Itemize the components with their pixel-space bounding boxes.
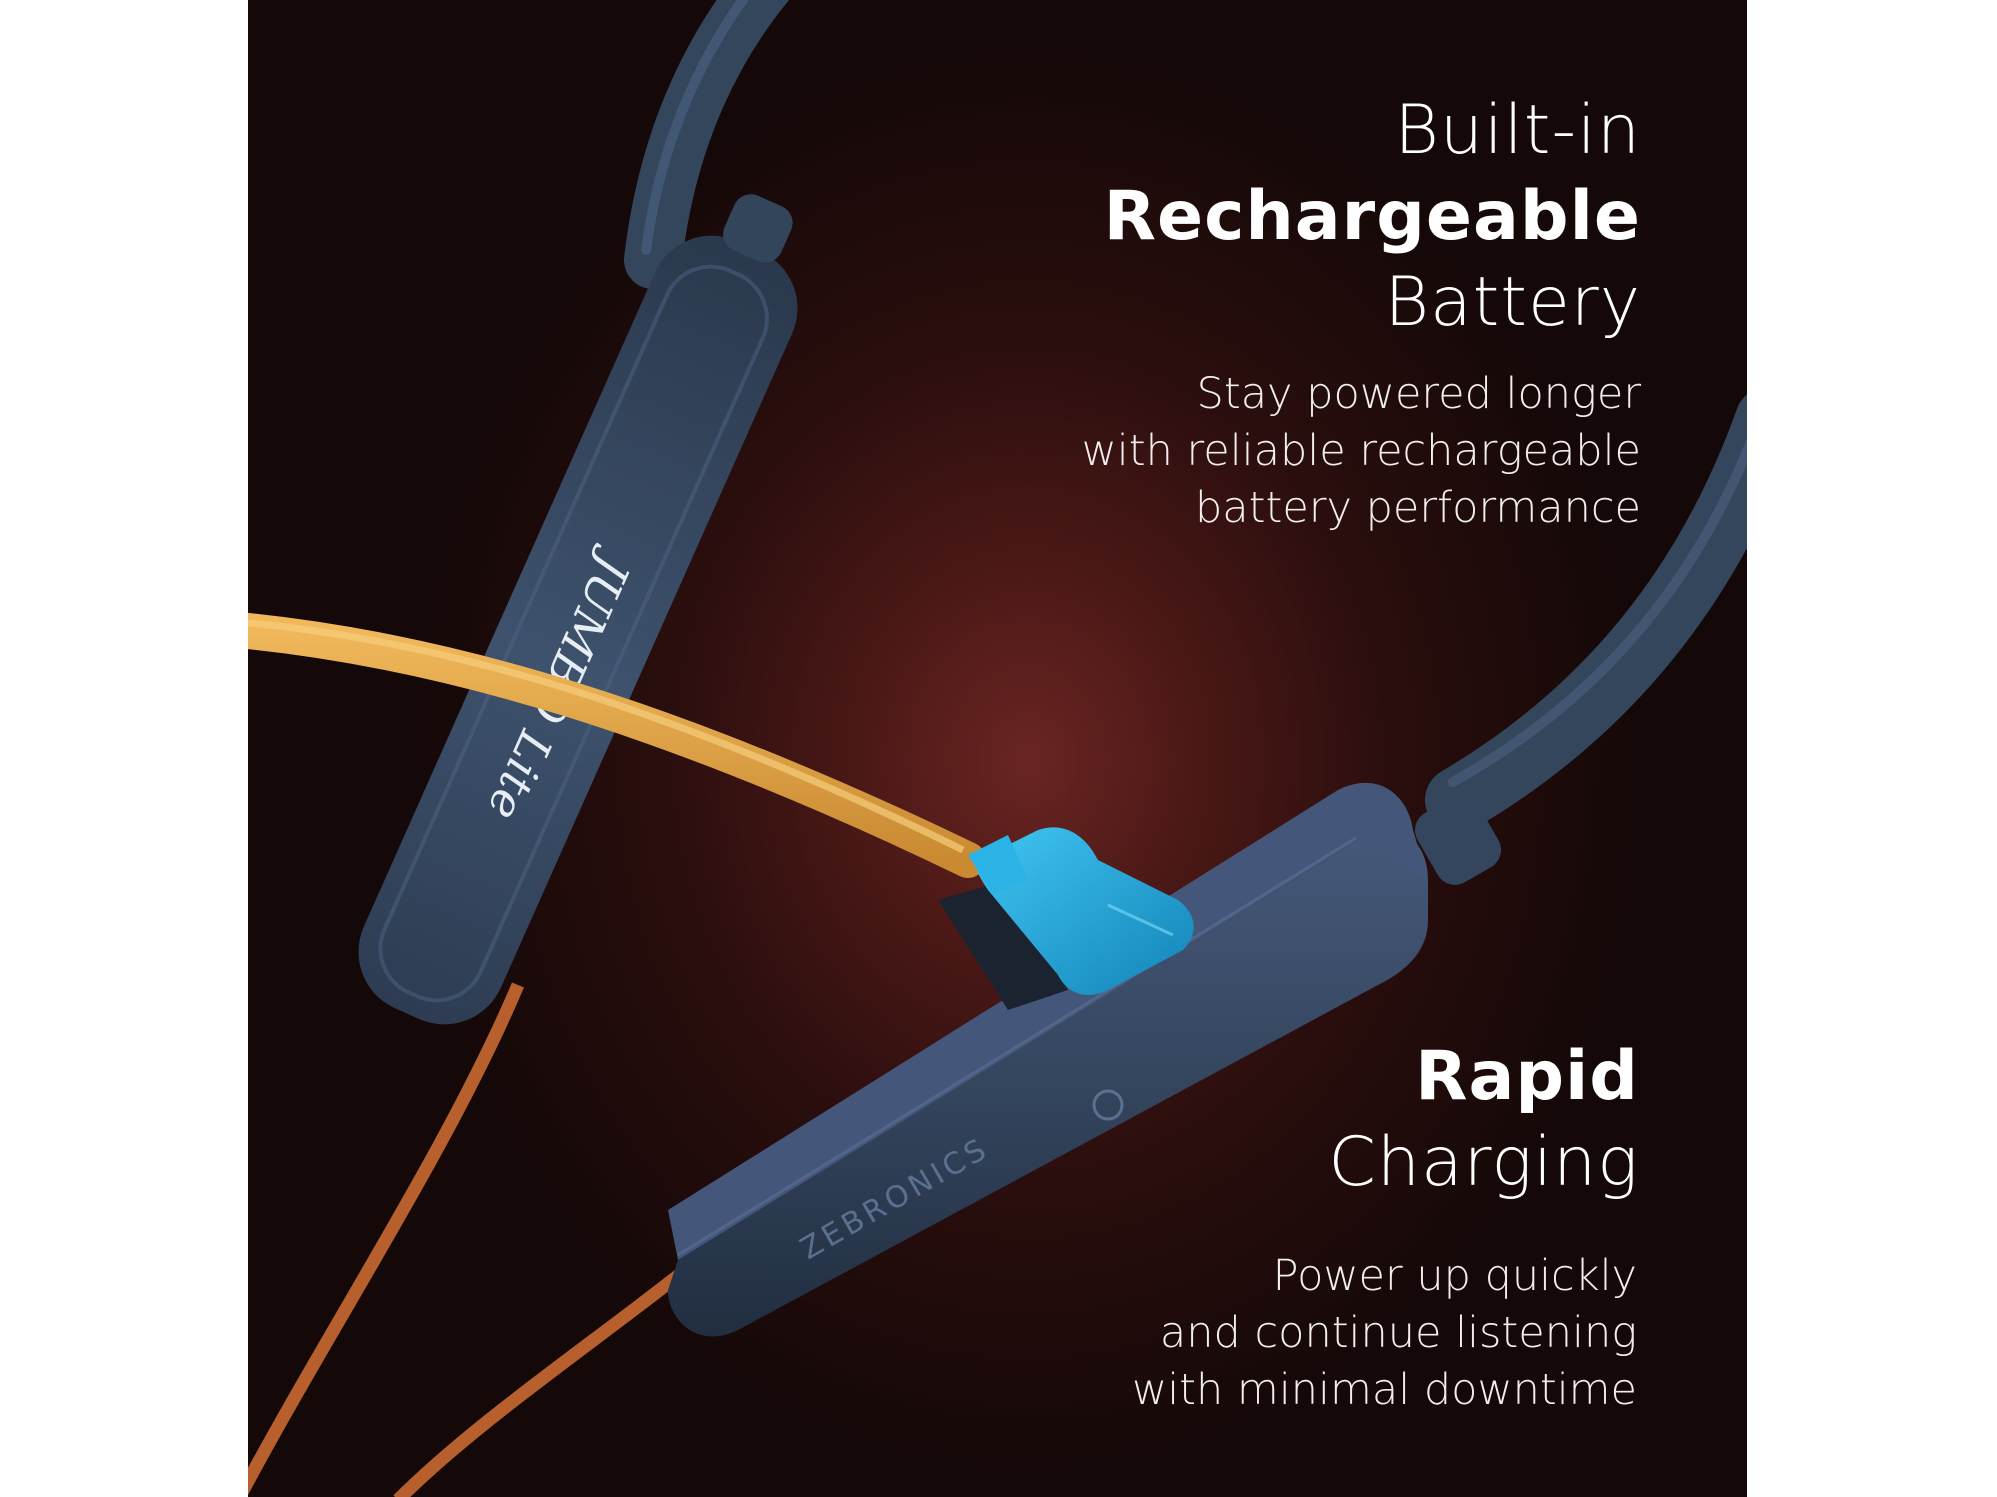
battery-description: Stay powered longer with reliable rechar… <box>941 366 1641 537</box>
neckband-product-illustration: JUMBO Lite ZEBRONICS <box>248 0 1747 1497</box>
battery-heading: Built-in Rechargeable Battery <box>1104 88 1641 346</box>
usb-cable <box>248 612 986 878</box>
battery-heading-line3: Battery <box>1384 263 1641 342</box>
battery-description-line: battery performance <box>1195 483 1641 533</box>
neckband-right-arc <box>1425 394 1747 833</box>
battery-description-line: Stay powered longer <box>1196 369 1641 419</box>
charging-description: Power up quickly and continue listening … <box>937 1248 1637 1419</box>
product-image-panel: JUMBO Lite ZEBRONICS Built-in Rechargeab… <box>248 0 1747 1497</box>
usb-c-connector <box>938 827 1194 1010</box>
right-control-pod: ZEBRONICS <box>668 782 1501 1337</box>
orange-cable-right <box>393 1254 703 1497</box>
battery-heading-line2: Rechargeable <box>1103 177 1641 256</box>
charging-heading-line2: Charging <box>1328 1123 1639 1202</box>
charging-heading: Rapid Charging <box>1328 1034 1639 1206</box>
battery-heading-line1: Built-in <box>1394 91 1641 170</box>
charging-heading-line1: Rapid <box>1415 1037 1639 1116</box>
left-control-pod: JUMBO Lite <box>358 194 798 1025</box>
brand-emblem-icon <box>1092 1089 1124 1121</box>
orange-cable-left <box>248 982 524 1496</box>
charging-description-line: Power up quickly <box>1272 1251 1637 1301</box>
battery-description-line: with reliable rechargeable <box>1081 426 1641 476</box>
charging-description-line: and continue listening <box>1159 1308 1637 1358</box>
charging-description-line: with minimal downtime <box>1132 1365 1637 1415</box>
neckband-left-arc <box>624 0 790 289</box>
